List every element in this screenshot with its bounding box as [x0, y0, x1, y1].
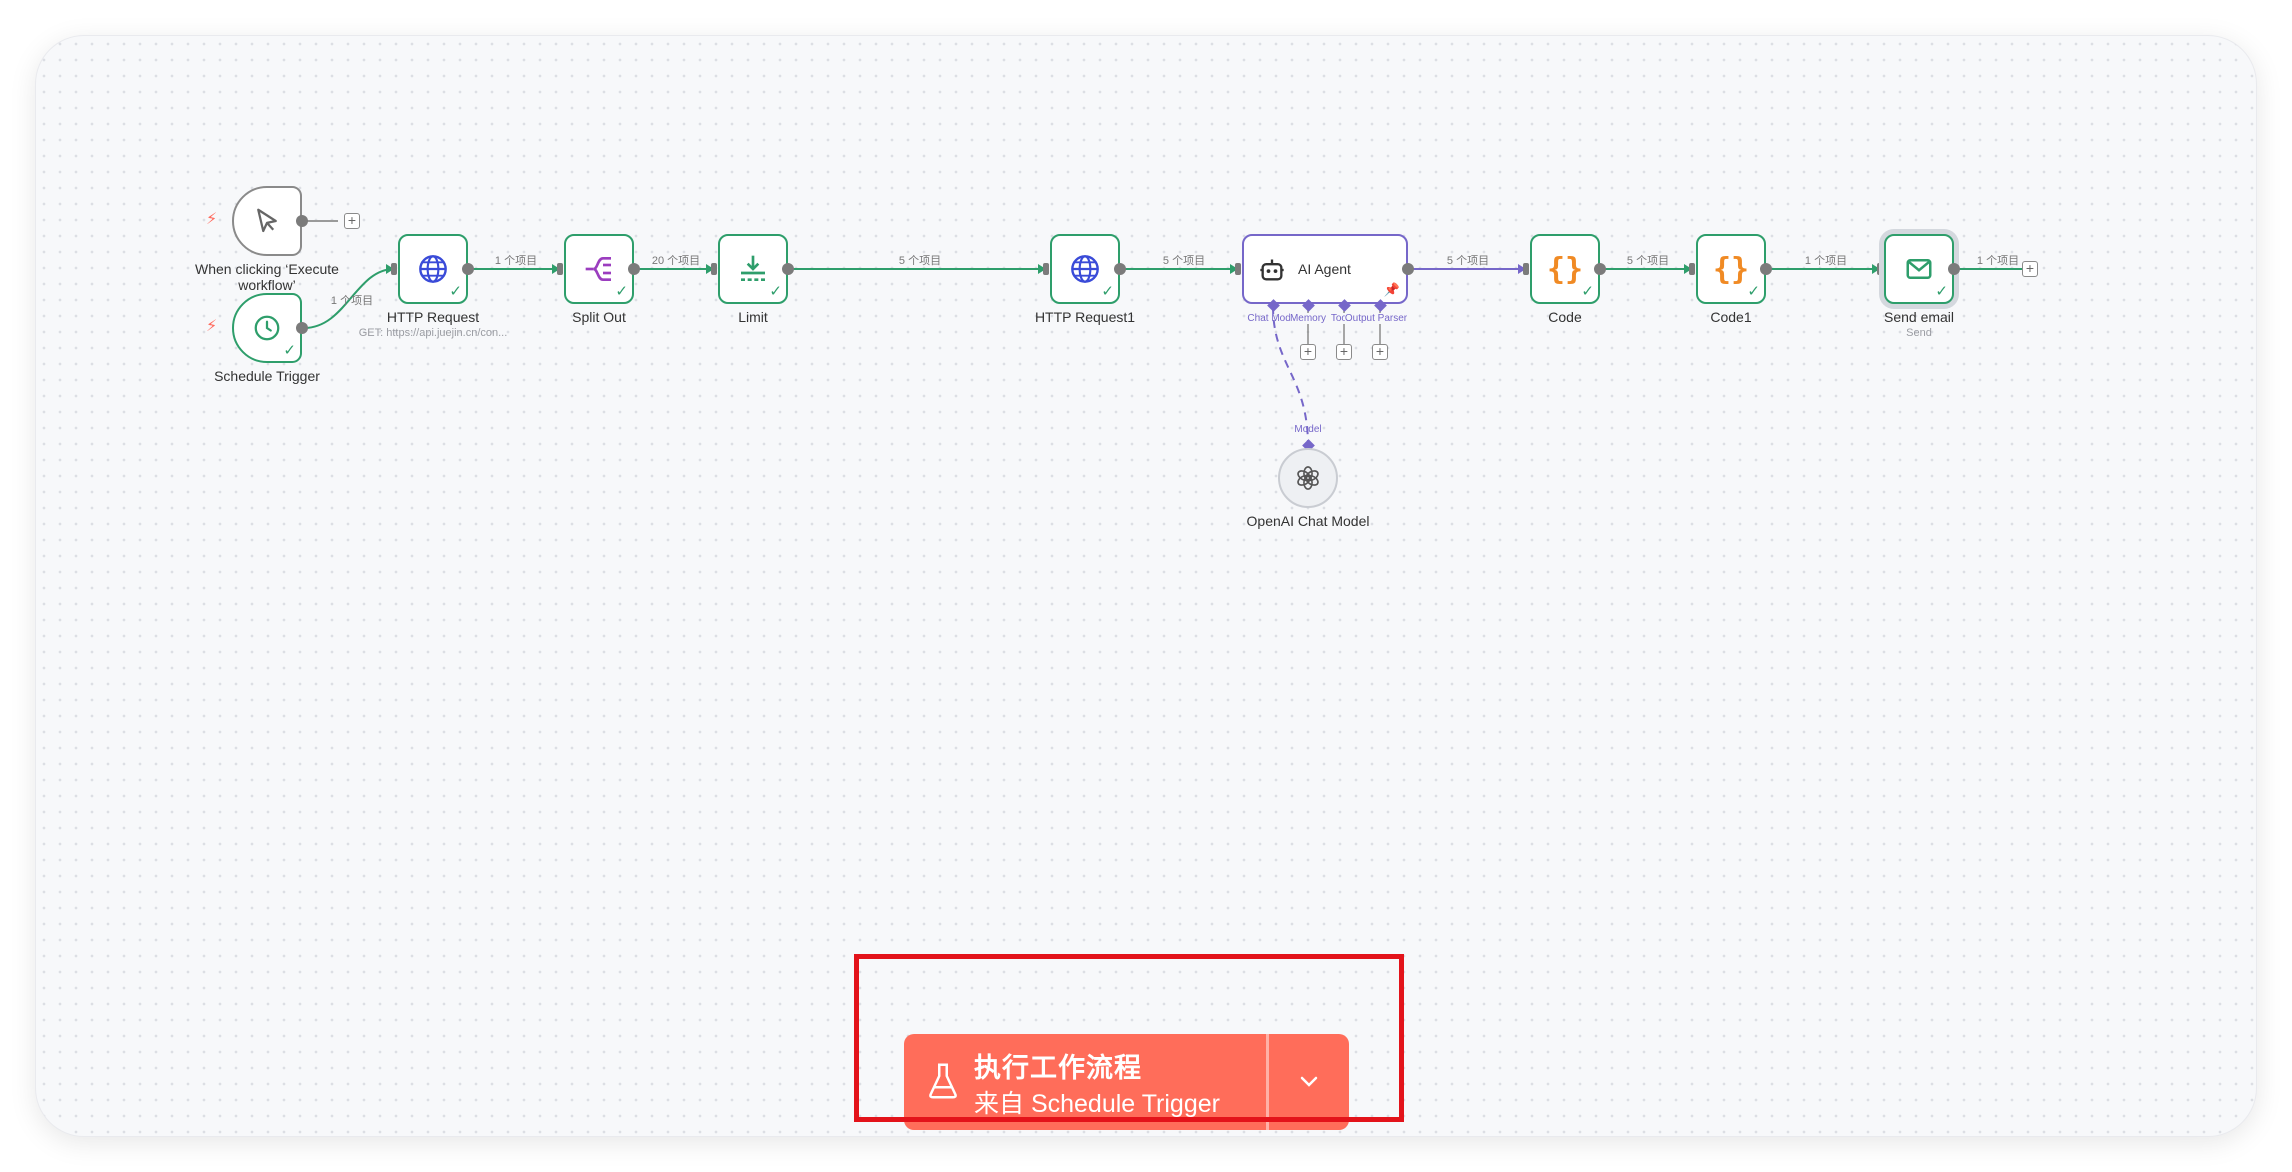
openai-icon: [1280, 450, 1336, 506]
node-label-manual-trigger: When clicking ‘Execute workflow’: [195, 261, 339, 293]
node-code1[interactable]: {} ✓: [1696, 234, 1766, 304]
agent-input-tool: Tool: [1330, 313, 1350, 324]
success-check-icon: ✓: [283, 342, 296, 359]
node-label-split-out: Split Out: [572, 309, 626, 325]
node-label-ai-agent: AI Agent: [1298, 261, 1351, 277]
add-tool-button[interactable]: +: [1336, 344, 1352, 360]
agent-input-output-parser: Output Parser: [1344, 313, 1408, 324]
http-request1-output-handle[interactable]: [1114, 263, 1126, 275]
send-email-output-handle[interactable]: [1948, 263, 1960, 275]
button-divider: [1266, 1034, 1269, 1130]
manual-trigger-output-handle[interactable]: [296, 215, 308, 227]
add-memory-button[interactable]: +: [1300, 344, 1316, 360]
code1-output-handle[interactable]: [1760, 263, 1772, 275]
envelope-icon: [1886, 236, 1952, 302]
node-http-request[interactable]: ✓: [398, 234, 468, 304]
edge-label-limit-http1: 5 个项目: [898, 255, 942, 267]
node-manual-trigger[interactable]: [232, 186, 302, 256]
cursor-icon: [234, 188, 300, 254]
node-http-request1[interactable]: ✓: [1050, 234, 1120, 304]
execute-workflow-label: 执行工作流程: [974, 1053, 1142, 1083]
globe-icon: [400, 236, 466, 302]
robot-icon: [1258, 256, 1286, 289]
split-icon: [566, 236, 632, 302]
add-node-button[interactable]: +: [2022, 261, 2038, 277]
node-label-send-email: Send email: [1883, 309, 1955, 325]
edge-label-email-output: 1 个项目: [1976, 255, 2020, 267]
success-check-icon: ✓: [1935, 283, 1948, 300]
http-request-input-handle[interactable]: [391, 263, 397, 275]
node-label-code: Code: [1548, 309, 1582, 325]
workflow-canvas[interactable]: 1 个项目 1 个项目 20 个项目 5 个项目 5 个项目 5 个项目 5 个…: [36, 36, 2256, 1136]
node-label-code1: Code1: [1710, 309, 1752, 325]
node-split-out[interactable]: ✓: [564, 234, 634, 304]
edge-label-schedule-http: 1 个项目: [330, 295, 374, 307]
code1-input-handle[interactable]: [1689, 263, 1695, 275]
agent-input-chat-model: Chat Model: [1247, 313, 1299, 324]
clock-icon: [234, 295, 300, 361]
node-subtitle-send-email: Send: [1906, 327, 1932, 339]
node-label-http-request: HTTP Request: [386, 309, 480, 325]
model-connector-label: Model: [1294, 424, 1322, 435]
execute-source-label: 来自 Schedule Trigger: [974, 1090, 1220, 1118]
connections-layer: [302, 220, 2022, 447]
code-input-handle[interactable]: [1523, 263, 1529, 275]
add-output-parser-button[interactable]: +: [1372, 344, 1388, 360]
ai-agent-output-handle[interactable]: [1402, 263, 1414, 275]
schedule-trigger-output-handle[interactable]: [296, 322, 308, 334]
limit-output-handle[interactable]: [782, 263, 794, 275]
split-out-input-handle[interactable]: [557, 263, 563, 275]
success-check-icon: ✓: [449, 283, 462, 300]
execute-options-dropdown[interactable]: [1269, 1034, 1349, 1130]
trigger-bolt-icon: ⚡: [206, 211, 218, 228]
edge-label-http1-agent: 5 个项目: [1162, 255, 1206, 267]
node-send-email[interactable]: ✓: [1884, 234, 1954, 304]
ai-agent-input-handle[interactable]: [1235, 263, 1241, 275]
success-check-icon: ✓: [1747, 283, 1760, 300]
success-check-icon: ✓: [1101, 283, 1114, 300]
node-ai-agent[interactable]: AI Agent 📌: [1242, 234, 1408, 304]
execute-workflow-button[interactable]: 执行工作流程 来自 Schedule Trigger: [904, 1034, 1266, 1130]
globe-icon: [1052, 236, 1118, 302]
http-request-output-handle[interactable]: [462, 263, 474, 275]
node-schedule-trigger[interactable]: ✓: [232, 293, 302, 363]
edge-label-http-split: 1 个项目: [494, 255, 538, 267]
send-email-input-handle[interactable]: [1877, 263, 1883, 275]
split-out-output-handle[interactable]: [628, 263, 640, 275]
success-check-icon: ✓: [1581, 283, 1594, 300]
edge-model-agent: [1272, 305, 1309, 447]
success-check-icon: ✓: [615, 283, 628, 300]
node-code[interactable]: {} ✓: [1530, 234, 1600, 304]
limit-icon: [720, 236, 786, 302]
chevron-down-icon: [1297, 1072, 1321, 1097]
node-label-http-request1: HTTP Request1: [1034, 309, 1136, 325]
node-label-schedule-trigger: Schedule Trigger: [214, 368, 320, 384]
http-request1-input-handle[interactable]: [1043, 263, 1049, 275]
flask-icon: [928, 1062, 958, 1105]
trigger-bolt-icon: ⚡: [206, 318, 218, 335]
agent-input-memory: Memory: [1289, 313, 1327, 324]
success-check-icon: ✓: [769, 283, 782, 300]
edge-label-split-limit: 20 个项目: [651, 255, 701, 267]
node-openai-chat-model[interactable]: [1278, 448, 1338, 508]
braces-icon: {}: [1712, 251, 1750, 287]
pin-icon: 📌: [1383, 282, 1400, 297]
edge-label-code1-email: 1 个项目: [1804, 255, 1848, 267]
node-limit[interactable]: ✓: [718, 234, 788, 304]
node-label-limit: Limit: [738, 309, 768, 325]
node-label-openai-chat-model: OpenAI Chat Model: [1246, 513, 1370, 529]
edge-label-code-code1: 5 个项目: [1626, 255, 1670, 267]
highlight-annotation: [854, 954, 1404, 1122]
add-node-button[interactable]: +: [344, 213, 360, 229]
code-output-handle[interactable]: [1594, 263, 1606, 275]
node-subtitle-http-request: GET: https://api.juejin.cn/con...: [358, 327, 508, 339]
edge-label-agent-code: 5 个项目: [1446, 255, 1490, 267]
limit-input-handle[interactable]: [711, 263, 717, 275]
edge-schedule-http: [303, 268, 395, 329]
braces-icon: {}: [1546, 251, 1584, 287]
